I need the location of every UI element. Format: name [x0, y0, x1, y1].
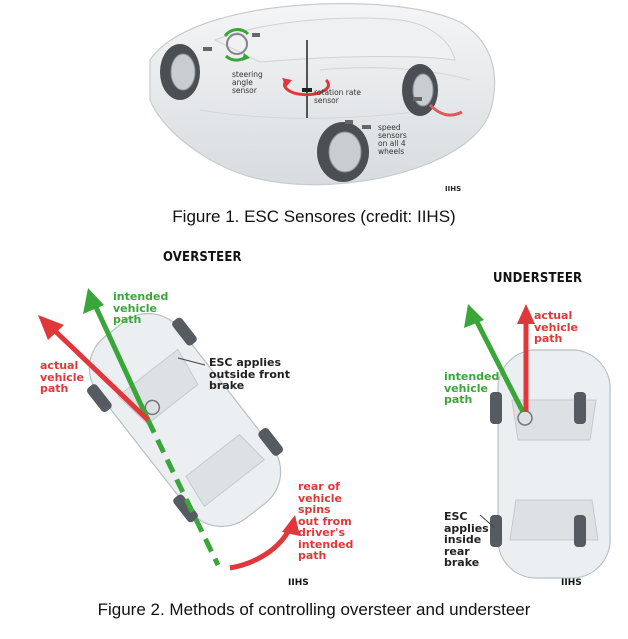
esc-leader-line: [177, 357, 206, 366]
speed-sensors-label: speed sensors on all 4 wheels: [378, 123, 407, 156]
steering-wheel-icon: [223, 28, 250, 62]
sensor-tag: [252, 33, 260, 37]
understeer-intended-label: intended vehicle path: [444, 370, 500, 407]
oversteer-intended-label: intended vehicle path: [113, 290, 169, 327]
speed-sensor-marker: [345, 120, 353, 124]
figure1-credit: IIHS: [445, 185, 462, 193]
figure1-caption: Figure 1. ESC Sensores (credit: IIHS): [172, 207, 456, 226]
sensor-tag: [362, 125, 371, 129]
figure1-car-illustration: [149, 3, 496, 186]
understeer-credit: IIHS: [561, 578, 582, 588]
oversteer-intended-dashed: [145, 418, 221, 567]
understeer-esc-leader-line: [479, 514, 496, 529]
steering-angle-sensor-label: steering angle sensor: [232, 70, 263, 95]
understeer-actual-arrow: [517, 304, 535, 412]
understeer-diagram: [464, 304, 611, 579]
front-right-wheel: [317, 122, 369, 182]
understeer-esc-label: ESC applies inside rear brake: [444, 510, 489, 570]
oversteer-actual-arrow: [38, 315, 150, 422]
rotation-rate-sensor-icon: [282, 40, 330, 118]
sensor-tag: [413, 97, 422, 101]
understeer-heading: UNDERSTEER: [493, 271, 583, 286]
oversteer-diagram: [38, 288, 300, 571]
figure2-caption: Figure 2. Methods of controlling overste…: [97, 600, 531, 619]
oversteer-esc-label: ESC applies outside front brake: [209, 356, 290, 393]
oversteer-heading: OVERSTEER: [163, 250, 242, 265]
rear-spin-arrow: [229, 515, 300, 571]
oversteer-actual-label: actual vehicle path: [40, 359, 84, 396]
oversteer-intended-arrow: [83, 288, 151, 422]
understeer-actual-label: actual vehicle path: [534, 309, 578, 346]
car-body: [149, 3, 496, 186]
front-left-wheel: [160, 44, 200, 100]
oversteer-car: [87, 312, 283, 528]
oversteer-rear-spin-label: rear of vehicle spins out from driver's …: [298, 480, 354, 563]
sensor-tag: [203, 47, 212, 51]
oversteer-credit: IIHS: [288, 578, 309, 588]
rotation-rate-sensor-label: rotation rate sensor: [314, 88, 362, 105]
understeer-intended-arrow: [464, 304, 526, 414]
